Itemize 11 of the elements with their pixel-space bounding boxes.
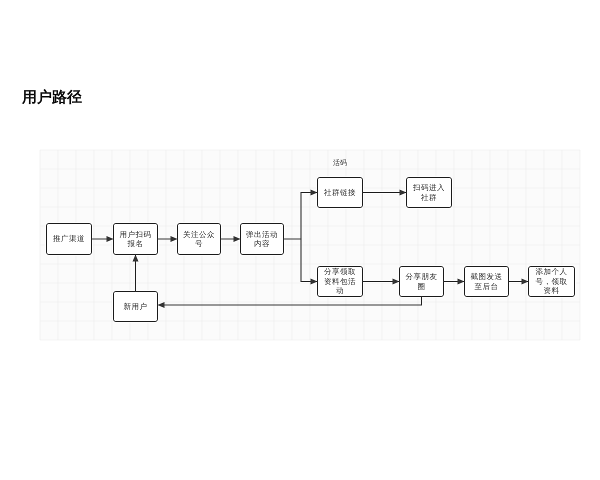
arrow (158, 236, 178, 242)
arrow (132, 254, 138, 291)
page-title: 用户路径 (22, 88, 82, 107)
arrow (92, 236, 114, 242)
arrow (444, 278, 464, 284)
arrow (363, 190, 406, 196)
arrow (158, 297, 422, 308)
arrow (221, 236, 240, 242)
arrow (284, 238, 318, 284)
arrow (509, 278, 528, 284)
arrow (363, 278, 400, 284)
